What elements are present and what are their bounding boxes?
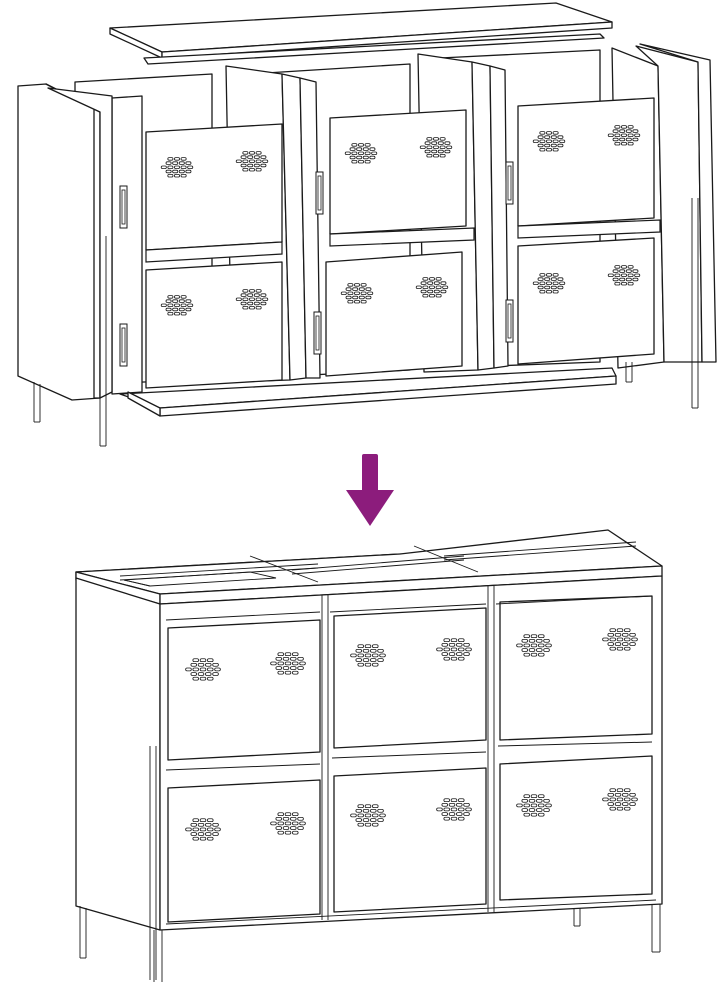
row-divider: [331, 751, 487, 759]
down-arrow-icon: [346, 454, 394, 526]
drawer-rail: [315, 171, 324, 215]
vent-perforation-left: [185, 818, 221, 841]
drawer-rail: [505, 161, 514, 205]
vent-perforation-right: [419, 137, 453, 158]
vent-perforation-right: [270, 652, 306, 675]
vent-perforation-left: [516, 794, 552, 817]
exploded-drawer-fronts: [119, 97, 661, 389]
assembled-drawer-front: [167, 779, 321, 923]
shelf-strip: [145, 241, 283, 263]
drawer-rail: [505, 299, 514, 343]
top-rail: [165, 611, 321, 621]
vent-perforation-left: [185, 658, 221, 681]
shelf-strip: [329, 227, 475, 247]
drawer-rail: [119, 323, 128, 367]
exploded-view: [17, 2, 717, 447]
vent-perforation-right: [607, 265, 641, 286]
vent-perforation-left: [340, 283, 374, 304]
exploded-drawer-front: [517, 237, 655, 365]
assembled-drawer-front: [499, 755, 653, 901]
top-panel: [109, 2, 613, 65]
vent-perforation-left: [160, 295, 194, 316]
vent-perforation-right: [270, 812, 306, 835]
assembled-drawer-front: [499, 595, 653, 741]
drawer-rail: [313, 311, 322, 355]
vent-perforation-left: [532, 273, 566, 294]
exploded-drawer-front: [325, 251, 463, 377]
exploded-drawer-front: [145, 123, 283, 251]
vent-perforation-right: [436, 638, 472, 661]
vent-perforation-left: [532, 131, 566, 152]
vent-perforation-right: [602, 788, 638, 811]
vent-perforation-right: [235, 151, 269, 172]
assembled-top: [75, 529, 663, 605]
assembled-drawer-front: [333, 607, 487, 749]
exploded-drawer-front: [517, 97, 655, 227]
row-divider: [165, 763, 321, 771]
row-divider: [497, 741, 653, 747]
exploded-drawer-front: [329, 109, 467, 235]
assembled-view: [75, 529, 663, 982]
assembled-drawer-front: [167, 619, 321, 761]
top-rail: [495, 595, 653, 605]
top-rail: [329, 603, 487, 613]
vent-perforation-left: [344, 143, 378, 164]
drawer-rail: [119, 185, 128, 229]
vent-perforation-left: [350, 644, 386, 667]
vent-perforation-right: [607, 125, 641, 146]
assembled-drawer-fronts: [165, 595, 653, 923]
vent-perforation-right: [602, 628, 638, 651]
bottom-panel: [119, 367, 617, 417]
vent-perforation-left: [160, 157, 194, 178]
exploded-drawer-front: [145, 261, 283, 389]
vent-perforation-left: [350, 804, 386, 827]
vent-perforation-right: [235, 289, 269, 310]
vent-perforation-right: [436, 798, 472, 821]
vent-perforation-left: [516, 634, 552, 657]
assembled-left-side: [75, 577, 161, 980]
assembled-drawer-front: [333, 767, 487, 913]
vent-perforation-right: [415, 277, 449, 298]
left-side-panel: [17, 83, 113, 447]
shelf-strip: [517, 219, 661, 239]
